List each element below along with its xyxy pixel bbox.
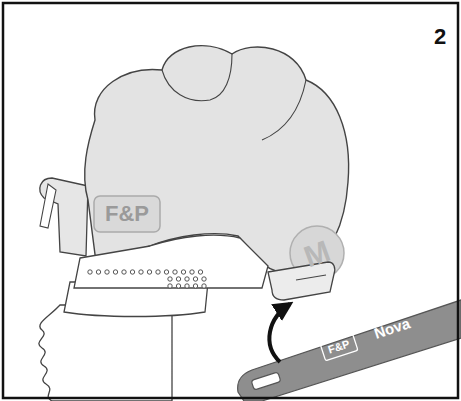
vent-holes	[88, 270, 206, 288]
vent-hole	[173, 270, 177, 274]
vent-hole	[168, 284, 172, 288]
vent-hole	[122, 270, 126, 274]
vent-hole	[190, 270, 194, 274]
vent-hole	[193, 277, 197, 281]
vent-hole	[168, 277, 172, 281]
vent-hole	[185, 277, 189, 281]
mask-frame	[74, 235, 268, 288]
vent-hole	[176, 284, 180, 288]
frame-border	[3, 3, 458, 398]
size-mark: M	[300, 236, 334, 273]
logo-badge	[320, 334, 358, 361]
vent-hole	[156, 270, 160, 274]
vent-hole	[130, 270, 134, 274]
vent-hole	[88, 270, 92, 274]
step-number: 2	[434, 26, 446, 48]
cushion-fold	[262, 80, 306, 140]
strap-logo: F&P	[327, 338, 351, 355]
vent-hole	[176, 277, 180, 281]
vent-hole	[185, 284, 189, 288]
hook-edge	[296, 275, 326, 280]
side-clip	[40, 178, 88, 256]
vent-hole	[193, 284, 197, 288]
vent-hole	[113, 270, 117, 274]
brand-logo: F&P	[105, 203, 149, 225]
vent-hole	[96, 270, 100, 274]
strap-slot	[251, 372, 281, 390]
vent-hole	[139, 270, 143, 274]
vent-hole	[181, 270, 185, 274]
headgear-strap	[238, 300, 461, 401]
vent-hole	[105, 270, 109, 274]
vent-hole	[147, 270, 151, 274]
motion-arrow	[269, 304, 290, 362]
clip-tab	[40, 184, 56, 228]
logo-box	[94, 196, 160, 232]
cushion-fold	[162, 54, 232, 101]
vent-hole	[202, 277, 206, 281]
vent-hole	[198, 270, 202, 274]
headgear-hook	[268, 262, 335, 300]
strap-name: Nova	[372, 315, 412, 341]
vent-hole	[202, 284, 206, 288]
vent-hole	[164, 270, 168, 274]
tube	[39, 305, 172, 401]
